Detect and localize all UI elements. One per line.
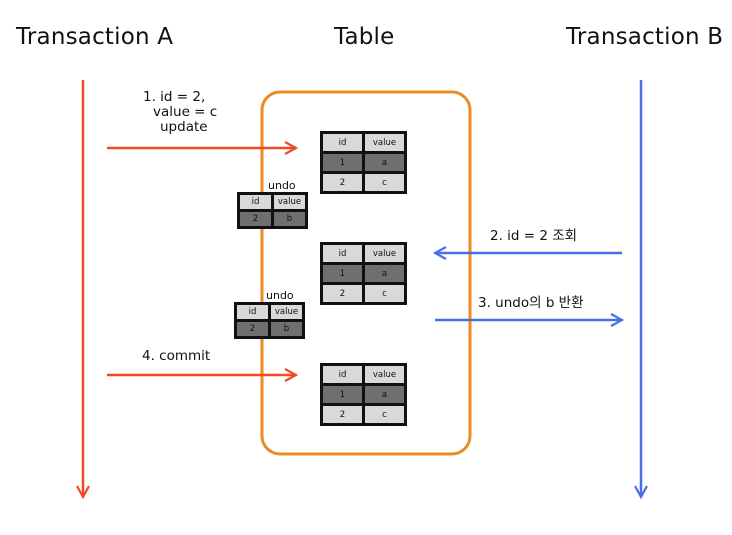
table-row: 2 c: [323, 174, 404, 191]
cell-value: b: [271, 322, 302, 336]
cell-value: b: [274, 212, 305, 226]
cell-id: 2: [240, 212, 271, 226]
undo-label-1: undo: [268, 179, 296, 192]
undo-header-row: id value: [237, 305, 302, 319]
cell-value: c: [365, 285, 404, 302]
cell-id: 2: [323, 174, 362, 191]
undo-record-1: id value 2 b: [237, 192, 308, 229]
table-snapshot-after-commit: id value 1 a 2 c: [320, 363, 407, 426]
cell-id: 2: [237, 322, 268, 336]
column-header-id: id: [323, 245, 362, 262]
column-header-value: value: [365, 245, 404, 262]
update-step-line3: update: [160, 119, 208, 135]
cell-id: 2: [323, 285, 362, 302]
column-header-value: value: [365, 134, 404, 151]
transaction-b-title: Transaction B: [566, 24, 724, 50]
table-snapshot-during-read: id value 1 a 2 c: [320, 242, 407, 305]
update-step-label: 1. id = 2, value = c update: [143, 90, 217, 135]
table-row: 2 c: [323, 285, 404, 302]
table-container: [260, 90, 472, 456]
undo-label-2: undo: [266, 289, 294, 302]
update-step-line1: 1. id = 2,: [143, 89, 206, 105]
cell-value: c: [365, 406, 404, 423]
cell-id: 1: [323, 265, 362, 282]
column-header-value: value: [365, 366, 404, 383]
column-header-id: id: [240, 195, 271, 209]
table-row: 1 a: [323, 265, 404, 282]
cell-id: 2: [323, 406, 362, 423]
table-row: 1 a: [323, 154, 404, 171]
table-row: 1 a: [323, 386, 404, 403]
table-title: Table: [334, 24, 395, 50]
table-header-row: id value: [323, 366, 404, 383]
undo-record-2: id value 2 b: [234, 302, 305, 339]
column-header-value: value: [274, 195, 305, 209]
read-step-label: 2. id = 2 조회: [490, 228, 578, 244]
cell-value: a: [365, 386, 404, 403]
cell-id: 1: [323, 154, 362, 171]
table-header-row: id value: [323, 245, 404, 262]
undo-header-row: id value: [240, 195, 305, 209]
column-header-id: id: [323, 134, 362, 151]
cell-value: a: [365, 265, 404, 282]
update-step-line2: value = c: [153, 104, 218, 120]
cell-id: 1: [323, 386, 362, 403]
table-snapshot-after-update: id value 1 a 2 c: [320, 131, 407, 194]
undo-row: 2 b: [237, 322, 302, 336]
transaction-a-title: Transaction A: [16, 24, 174, 50]
column-header-id: id: [323, 366, 362, 383]
column-header-id: id: [237, 305, 268, 319]
table-header-row: id value: [323, 134, 404, 151]
undo-row: 2 b: [240, 212, 305, 226]
table-row: 2 c: [323, 406, 404, 423]
cell-value: a: [365, 154, 404, 171]
cell-value: c: [365, 174, 404, 191]
commit-step-label: 4. commit: [142, 348, 211, 364]
column-header-value: value: [271, 305, 302, 319]
undo-return-step-label: 3. undo의 b 반환: [478, 295, 584, 311]
